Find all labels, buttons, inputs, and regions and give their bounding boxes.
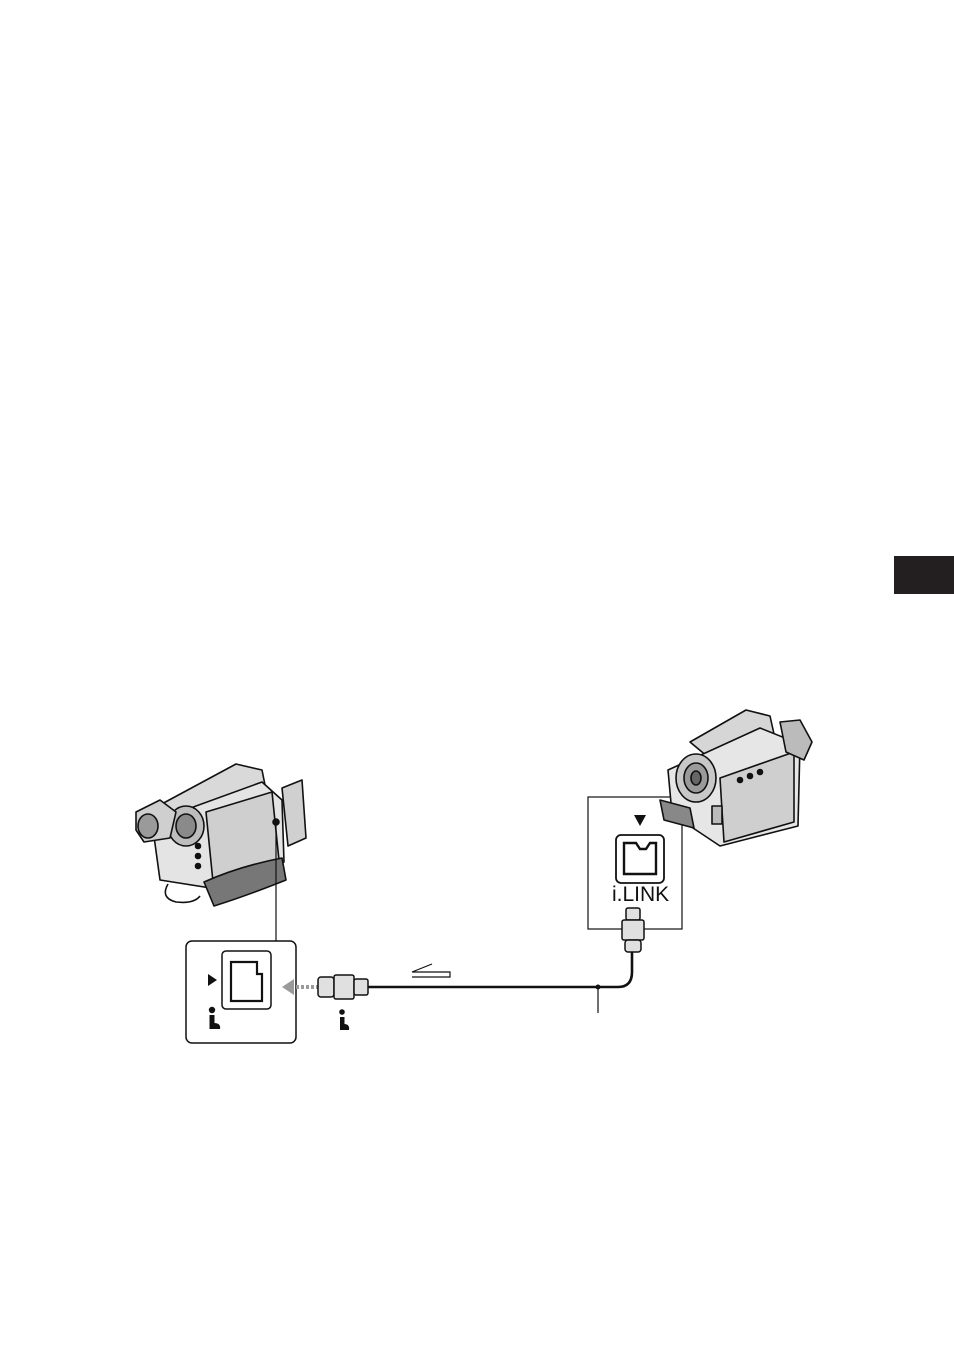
dv-port-closeup-icon [186,941,296,1043]
ilink-symbol-icon [339,1009,349,1030]
ilink-plug-right-icon [622,908,644,952]
ilink-cable [368,946,632,987]
camcorder-right-icon [660,710,812,846]
ilink-port-label: i.LINK [612,883,669,906]
signal-direction-arrow-icon [412,964,450,977]
camcorder-left-icon [136,764,306,906]
ilink-plug-icon [318,975,368,999]
